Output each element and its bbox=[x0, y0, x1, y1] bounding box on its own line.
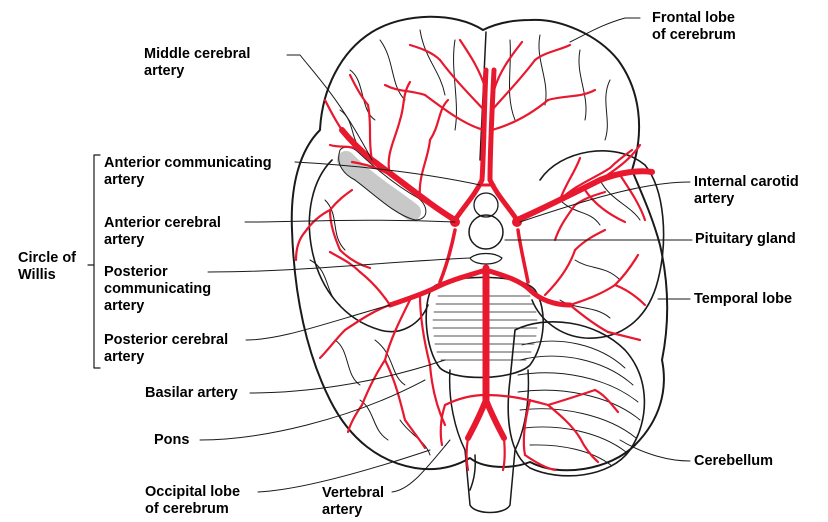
label-basilar-artery: Basilar artery bbox=[145, 385, 238, 402]
label-circle-of-willis: Circle of Willis bbox=[18, 250, 76, 284]
right-middle-cerebral-artery bbox=[517, 171, 652, 220]
label-frontal-lobe: Frontal lobe of cerebrum bbox=[652, 10, 736, 44]
label-posterior-cerebral-artery: Posterior cerebral artery bbox=[104, 332, 228, 366]
label-cerebellum: Cerebellum bbox=[694, 453, 773, 470]
label-anterior-communicating-artery: Anterior communicating artery bbox=[104, 155, 272, 189]
right-posterior-communicating-artery bbox=[518, 230, 528, 282]
label-posterior-communicating-artery: Posterior communicating artery bbox=[104, 264, 211, 315]
arteries bbox=[296, 40, 652, 470]
label-internal-carotid-artery: Internal carotid artery bbox=[694, 174, 799, 208]
right-pca-branches bbox=[545, 192, 645, 340]
left-mca-branches bbox=[325, 75, 448, 198]
mammillary-body bbox=[470, 254, 502, 265]
cerebellar-branches bbox=[441, 390, 618, 470]
left-pca-branches bbox=[296, 190, 445, 448]
pituitary-gland bbox=[469, 215, 503, 249]
left-posterior-communicating-artery bbox=[440, 230, 455, 282]
right-vertebral-artery bbox=[486, 400, 504, 438]
right-anterior-cerebral-artery bbox=[490, 70, 517, 220]
label-middle-cerebral-artery: Middle cerebral artery bbox=[144, 46, 250, 80]
label-vertebral-artery: Vertebral artery bbox=[322, 485, 384, 519]
label-temporal-lobe: Temporal lobe bbox=[694, 291, 792, 308]
cerebellum bbox=[508, 322, 644, 476]
optic-chiasm bbox=[474, 193, 498, 217]
label-pons: Pons bbox=[154, 432, 189, 449]
label-anterior-cerebral-artery: Anterior cerebral artery bbox=[104, 215, 221, 249]
cerebellum-folia bbox=[518, 341, 640, 466]
label-pituitary-gland: Pituitary gland bbox=[695, 231, 796, 248]
left-posterior-cerebral-artery bbox=[390, 270, 486, 305]
leader-lines bbox=[200, 18, 692, 492]
circle-of-willis-bracket bbox=[88, 155, 100, 368]
label-occipital-lobe: Occipital lobe of cerebrum bbox=[145, 484, 240, 518]
left-anterior-cerebral-artery bbox=[455, 70, 486, 220]
left-vertebral-artery bbox=[468, 400, 486, 438]
